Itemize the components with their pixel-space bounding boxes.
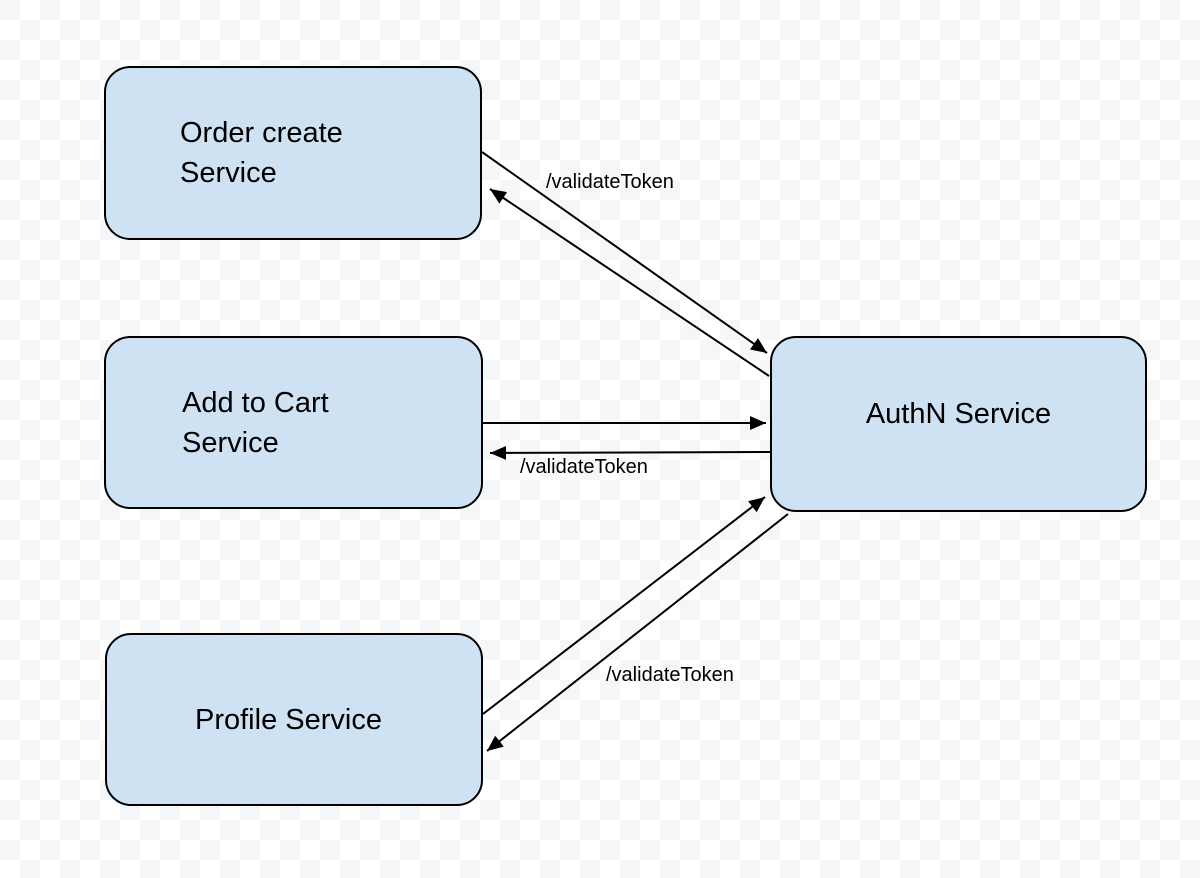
edge-label-validate-token-profile: /validateToken (606, 664, 734, 686)
arrow-authn-to-add-to-cart (489, 445, 772, 460)
node-label-line: Service (182, 426, 279, 459)
node-authn-service: AuthN Service (770, 336, 1147, 512)
edge-label-validate-token-add-to-cart: /validateToken (520, 456, 648, 478)
node-add-to-cart-service: Add to Cart Service (104, 336, 483, 509)
node-profile-service: Profile Service (105, 633, 483, 806)
edge-label-validate-token-order-create: /validateToken (546, 171, 674, 193)
node-order-create-service: Order create Service (104, 66, 482, 240)
node-label-line: Service (180, 157, 277, 189)
arrow-authn-to-profile (486, 513, 789, 752)
node-label-line: Order create (180, 117, 343, 149)
node-label-line: AuthN Service (865, 398, 1052, 430)
node-label-line: Profile Service (195, 703, 382, 736)
arrow-authn-to-order-create (489, 188, 770, 377)
node-label-line: Add to Cart (182, 386, 329, 419)
